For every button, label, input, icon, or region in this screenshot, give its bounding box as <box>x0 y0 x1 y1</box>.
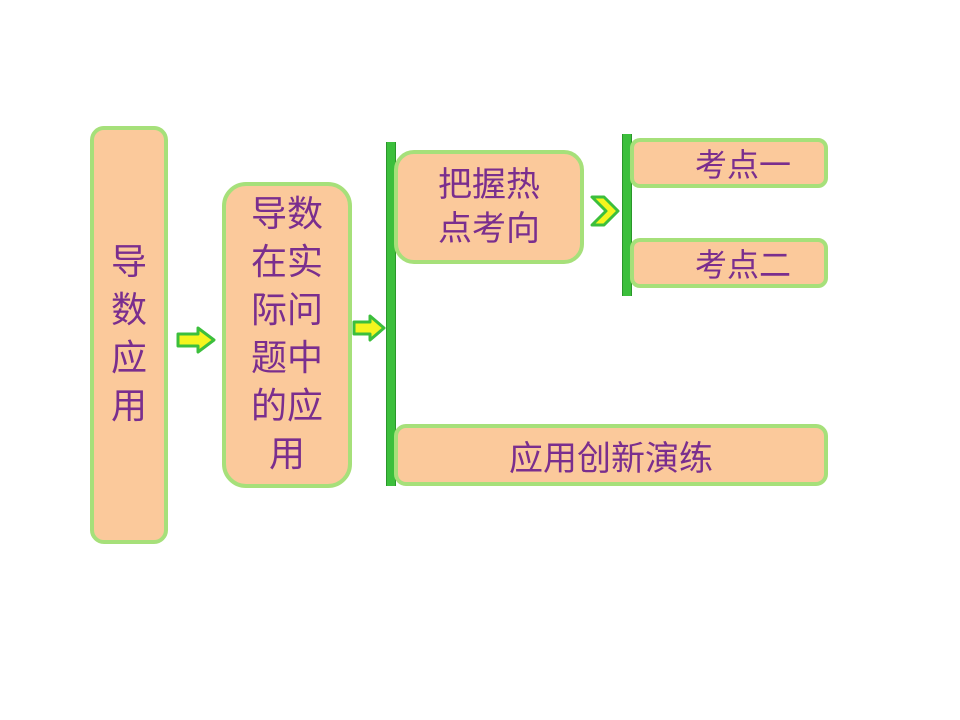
practice-box: 应用创新演练 <box>394 424 828 486</box>
arrow-right-icon <box>176 326 216 354</box>
chevron-right-icon <box>590 195 620 227</box>
level1-label: 导数在实际问题中的应用 <box>250 194 323 475</box>
level1-box: 导数在实际问题中的应用 <box>222 182 352 488</box>
point-label-2: 考点二 <box>694 246 791 284</box>
point-label-1: 考点一 <box>694 146 791 184</box>
point-box-2: 考点二 <box>630 238 828 288</box>
root-box: 导数应用 <box>90 126 168 544</box>
arrow-right-icon <box>352 314 386 342</box>
hot-topics-box: 把握热点考向 <box>394 150 584 264</box>
hot-topics-label: 把握热点考向 <box>437 165 540 249</box>
points-bracket-bar <box>622 134 632 296</box>
point-box-1: 考点一 <box>630 138 828 188</box>
bracket-bar <box>386 142 396 486</box>
root-label: 导数应用 <box>111 242 148 427</box>
practice-label: 应用创新演练 <box>509 438 713 479</box>
